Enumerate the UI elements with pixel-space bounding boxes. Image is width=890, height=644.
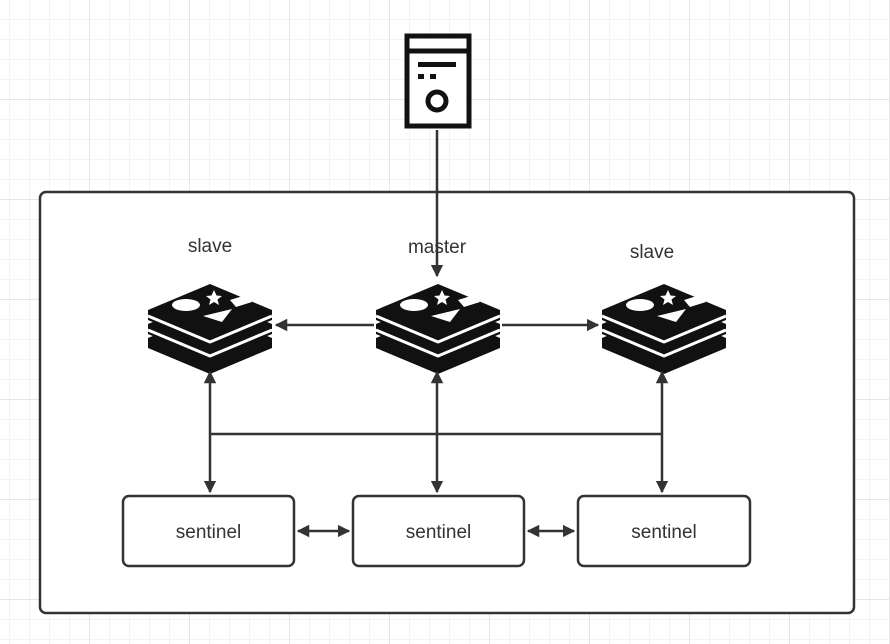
server-icon bbox=[404, 33, 472, 129]
sentinel-box-right: sentinel bbox=[576, 494, 752, 568]
master-label: master bbox=[408, 237, 467, 258]
sentinel-box-left: sentinel bbox=[121, 494, 296, 568]
sentinel-left-label: sentinel bbox=[176, 522, 242, 543]
slave-left-label: slave bbox=[188, 236, 232, 257]
slave-right-label: slave bbox=[630, 242, 674, 263]
sentinel-box-center: sentinel bbox=[351, 494, 526, 568]
sentinel-center-label: sentinel bbox=[406, 522, 472, 543]
sentinel-right-label: sentinel bbox=[631, 522, 697, 543]
